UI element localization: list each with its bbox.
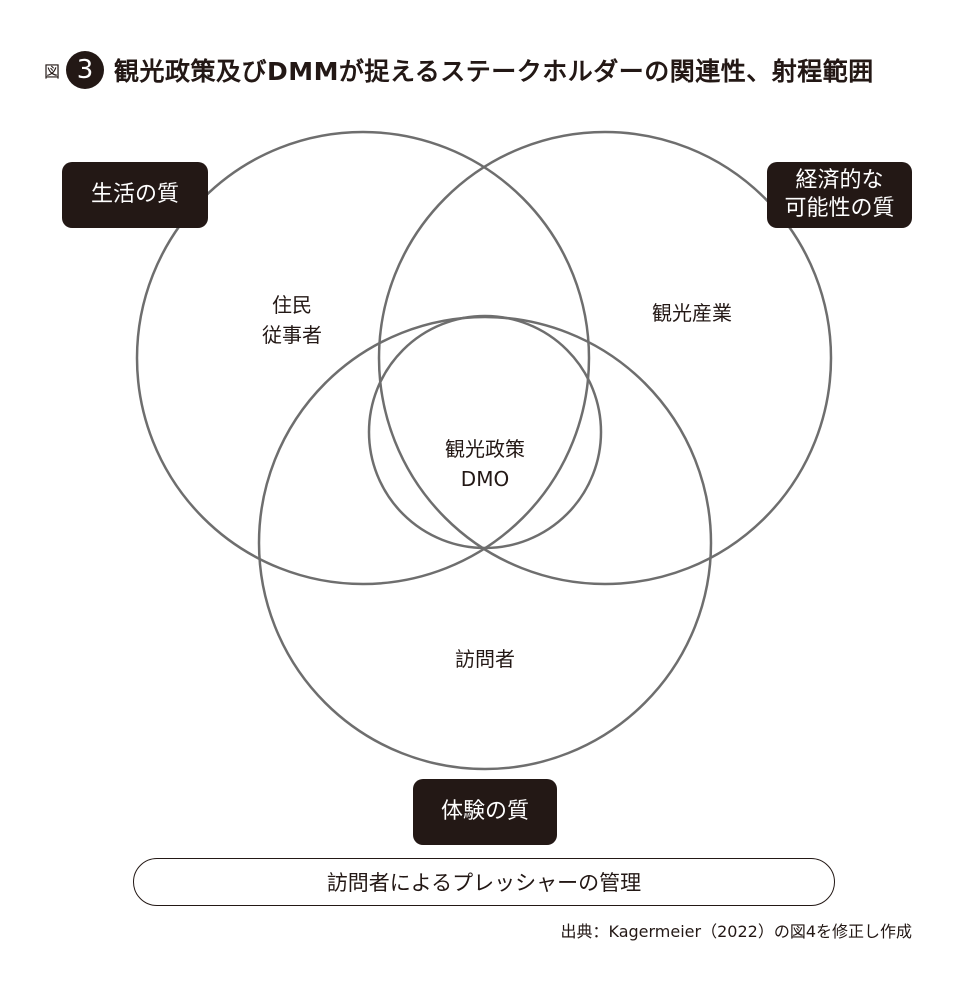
- region-tourism-industry: 観光産業: [652, 301, 732, 325]
- circle-economic: [377, 130, 833, 586]
- figure-title: 観光政策及びDMMが捉えるステークホルダーの関連性、射程範囲: [114, 57, 874, 86]
- region-visitors: 訪問者: [455, 647, 515, 671]
- visitor-pressure-management-box: 訪問者によるプレッシャーの管理: [133, 858, 835, 906]
- figure-number-badge: 3: [66, 51, 105, 89]
- region-residents-workers: 住民 従事者: [262, 293, 322, 347]
- label-quality-of-experience: 体験の質: [413, 779, 557, 845]
- circle-experience: [257, 315, 713, 771]
- circle-life: [135, 130, 591, 586]
- figure-label: 図: [44, 62, 61, 81]
- label-quality-of-life: 生活の質: [62, 162, 208, 228]
- source-note: 出典：Kagermeier（2022）の図4を修正し作成: [560, 922, 912, 941]
- circle-center: [367, 314, 603, 550]
- region-tourism-policy-dmo: 観光政策 DMO: [445, 437, 525, 491]
- figure-header: 図 3 観光政策及びDMMが捉えるステークホルダーの関連性、射程範囲: [44, 50, 874, 90]
- label-quality-of-economic-potential: 経済的な 可能性の質: [767, 162, 912, 228]
